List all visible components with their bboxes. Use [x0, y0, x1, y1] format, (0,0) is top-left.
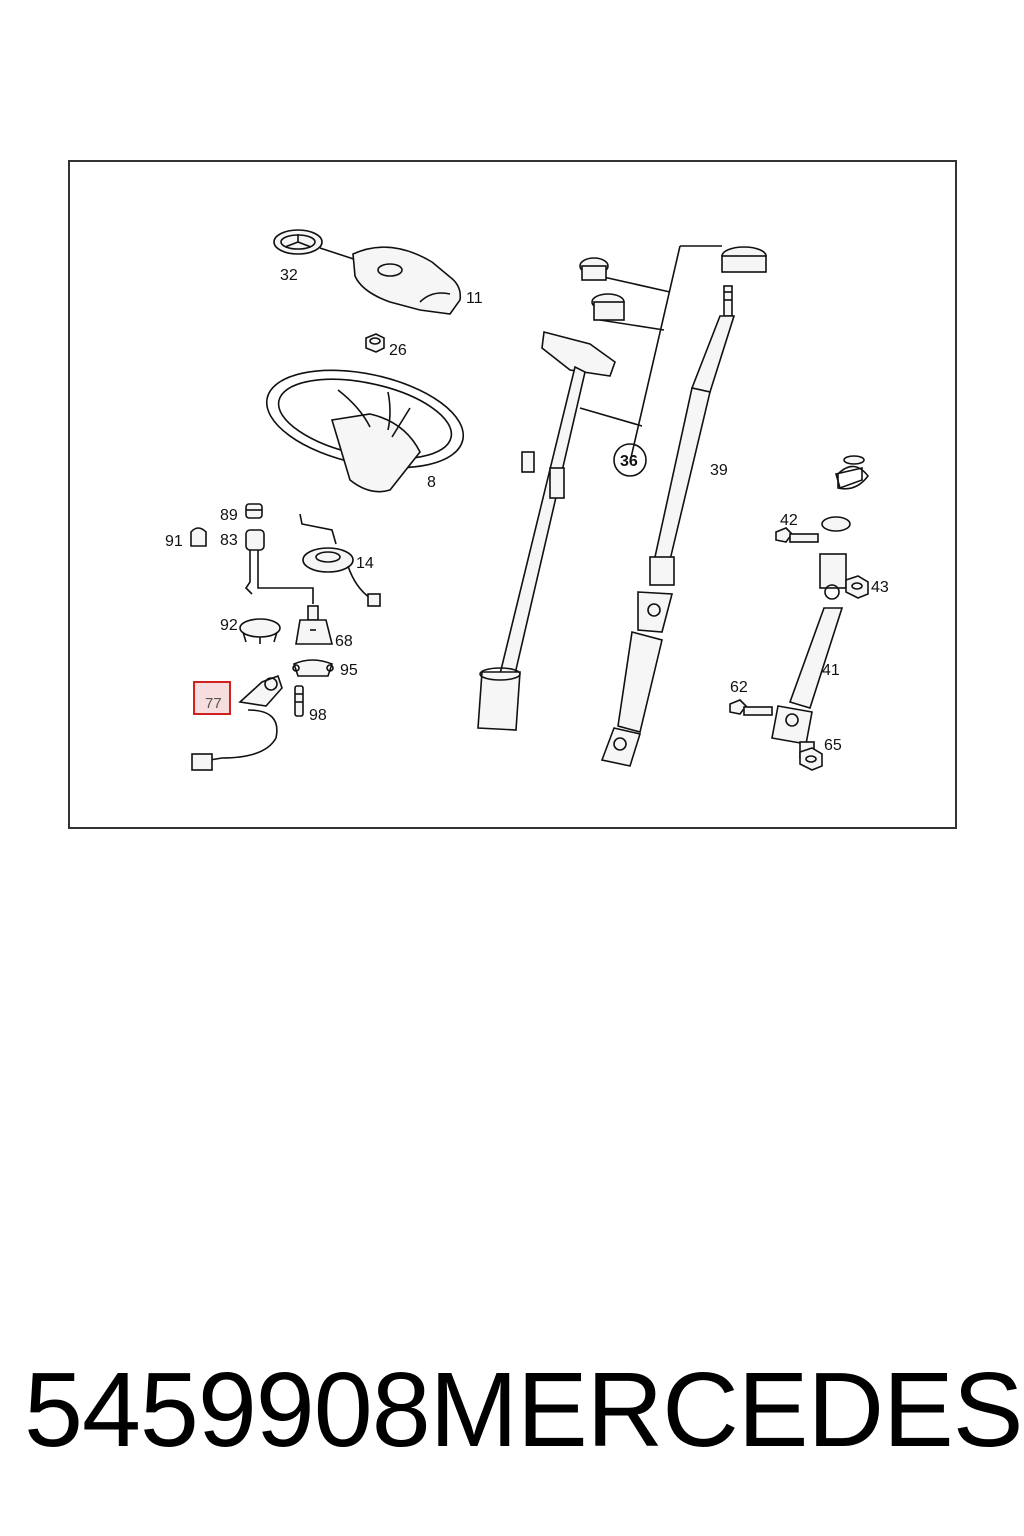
label-part-32: 32 [280, 267, 298, 284]
part-77-highlight-box[interactable] [193, 681, 231, 715]
part-62-bolt [729, 699, 773, 716]
label-part-83: 83 [220, 532, 238, 549]
product-footer: 5459908 MERCEDES [24, 1345, 1023, 1475]
label-part-36: 36 [620, 453, 638, 470]
part-41-intermediate-shaft [771, 455, 870, 759]
label-part-26: 26 [389, 342, 407, 359]
part-26-nut [365, 333, 385, 353]
part-32-emblem [273, 229, 376, 268]
part-89-cap [245, 503, 263, 519]
part-39-steering-shaft [600, 285, 736, 767]
upper-bearing-parts [579, 246, 767, 321]
label-part-8: 8 [427, 474, 436, 491]
label-part-43: 43 [871, 579, 889, 596]
label-part-14: 14 [356, 555, 374, 572]
label-part-65: 65 [824, 737, 842, 754]
part-number: 5459908 [24, 1351, 431, 1469]
steering-column-tube [477, 330, 616, 731]
parts-diagram-frame: 32 11 26 8 89 91 83 14 92 68 95 98 77 36… [68, 160, 957, 829]
part-83-lock-cylinder [244, 529, 314, 604]
part-43-nut [845, 575, 869, 599]
label-part-98: 98 [309, 707, 327, 724]
label-part-11: 11 [466, 290, 483, 307]
part-42-bolt [775, 527, 819, 543]
label-part-92: 92 [220, 617, 238, 634]
part-98-screws [294, 685, 304, 717]
part-91-clip [190, 527, 207, 547]
label-part-89: 89 [220, 507, 238, 524]
part-92-ring [239, 618, 281, 644]
label-part-42: 42 [780, 512, 798, 529]
label-part-91: 91 [165, 533, 183, 550]
label-part-68: 68 [335, 633, 353, 650]
label-part-39: 39 [710, 462, 728, 479]
steering-column-exploded-diagram: 32 11 26 8 89 91 83 14 92 68 95 98 77 36… [165, 229, 889, 771]
part-95-clamp [292, 659, 334, 677]
part-8-steering-wheel [265, 369, 465, 493]
label-part-95: 95 [340, 662, 358, 679]
part-68-switch-housing [295, 605, 334, 645]
part-77-sensor-cable [191, 674, 283, 771]
label-part-41: 41 [822, 662, 840, 679]
part-65-nut [799, 747, 823, 771]
label-part-77[interactable]: 77 [205, 695, 222, 712]
part-14-clock-spring [299, 513, 381, 607]
part-11-airbag-cover [352, 246, 462, 315]
brand-name: MERCEDES [429, 1351, 1024, 1469]
label-part-62: 62 [730, 679, 748, 696]
